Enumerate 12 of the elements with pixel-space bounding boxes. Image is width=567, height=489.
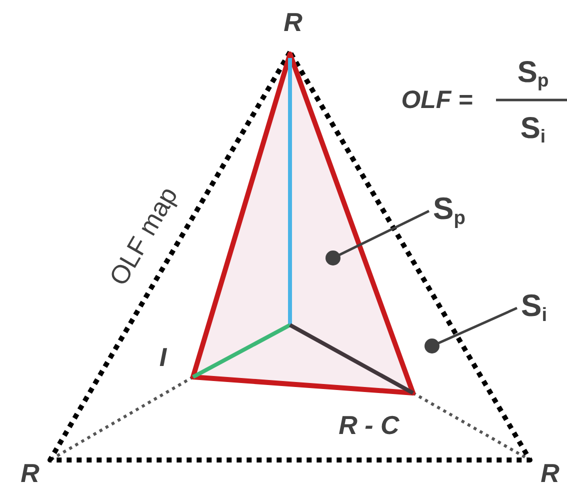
numerator-symbol: S$_{p}$ — [517, 58, 549, 90]
leader-line — [424, 306, 518, 354]
symbol-label: S$_{i}$ — [521, 290, 548, 326]
leader-line — [326, 210, 430, 266]
vertex-label: R — [20, 460, 40, 486]
vertex-label: R — [540, 460, 560, 486]
symbol-label: S$_{p}$ — [433, 193, 466, 228]
vertex-label: I — [159, 344, 167, 370]
vertex-label: R — [284, 9, 302, 35]
vertex-label: R - C — [338, 412, 400, 438]
formula-text: OLF = — [401, 88, 473, 112]
denominator-symbol: S$_{i}$ — [520, 114, 546, 146]
